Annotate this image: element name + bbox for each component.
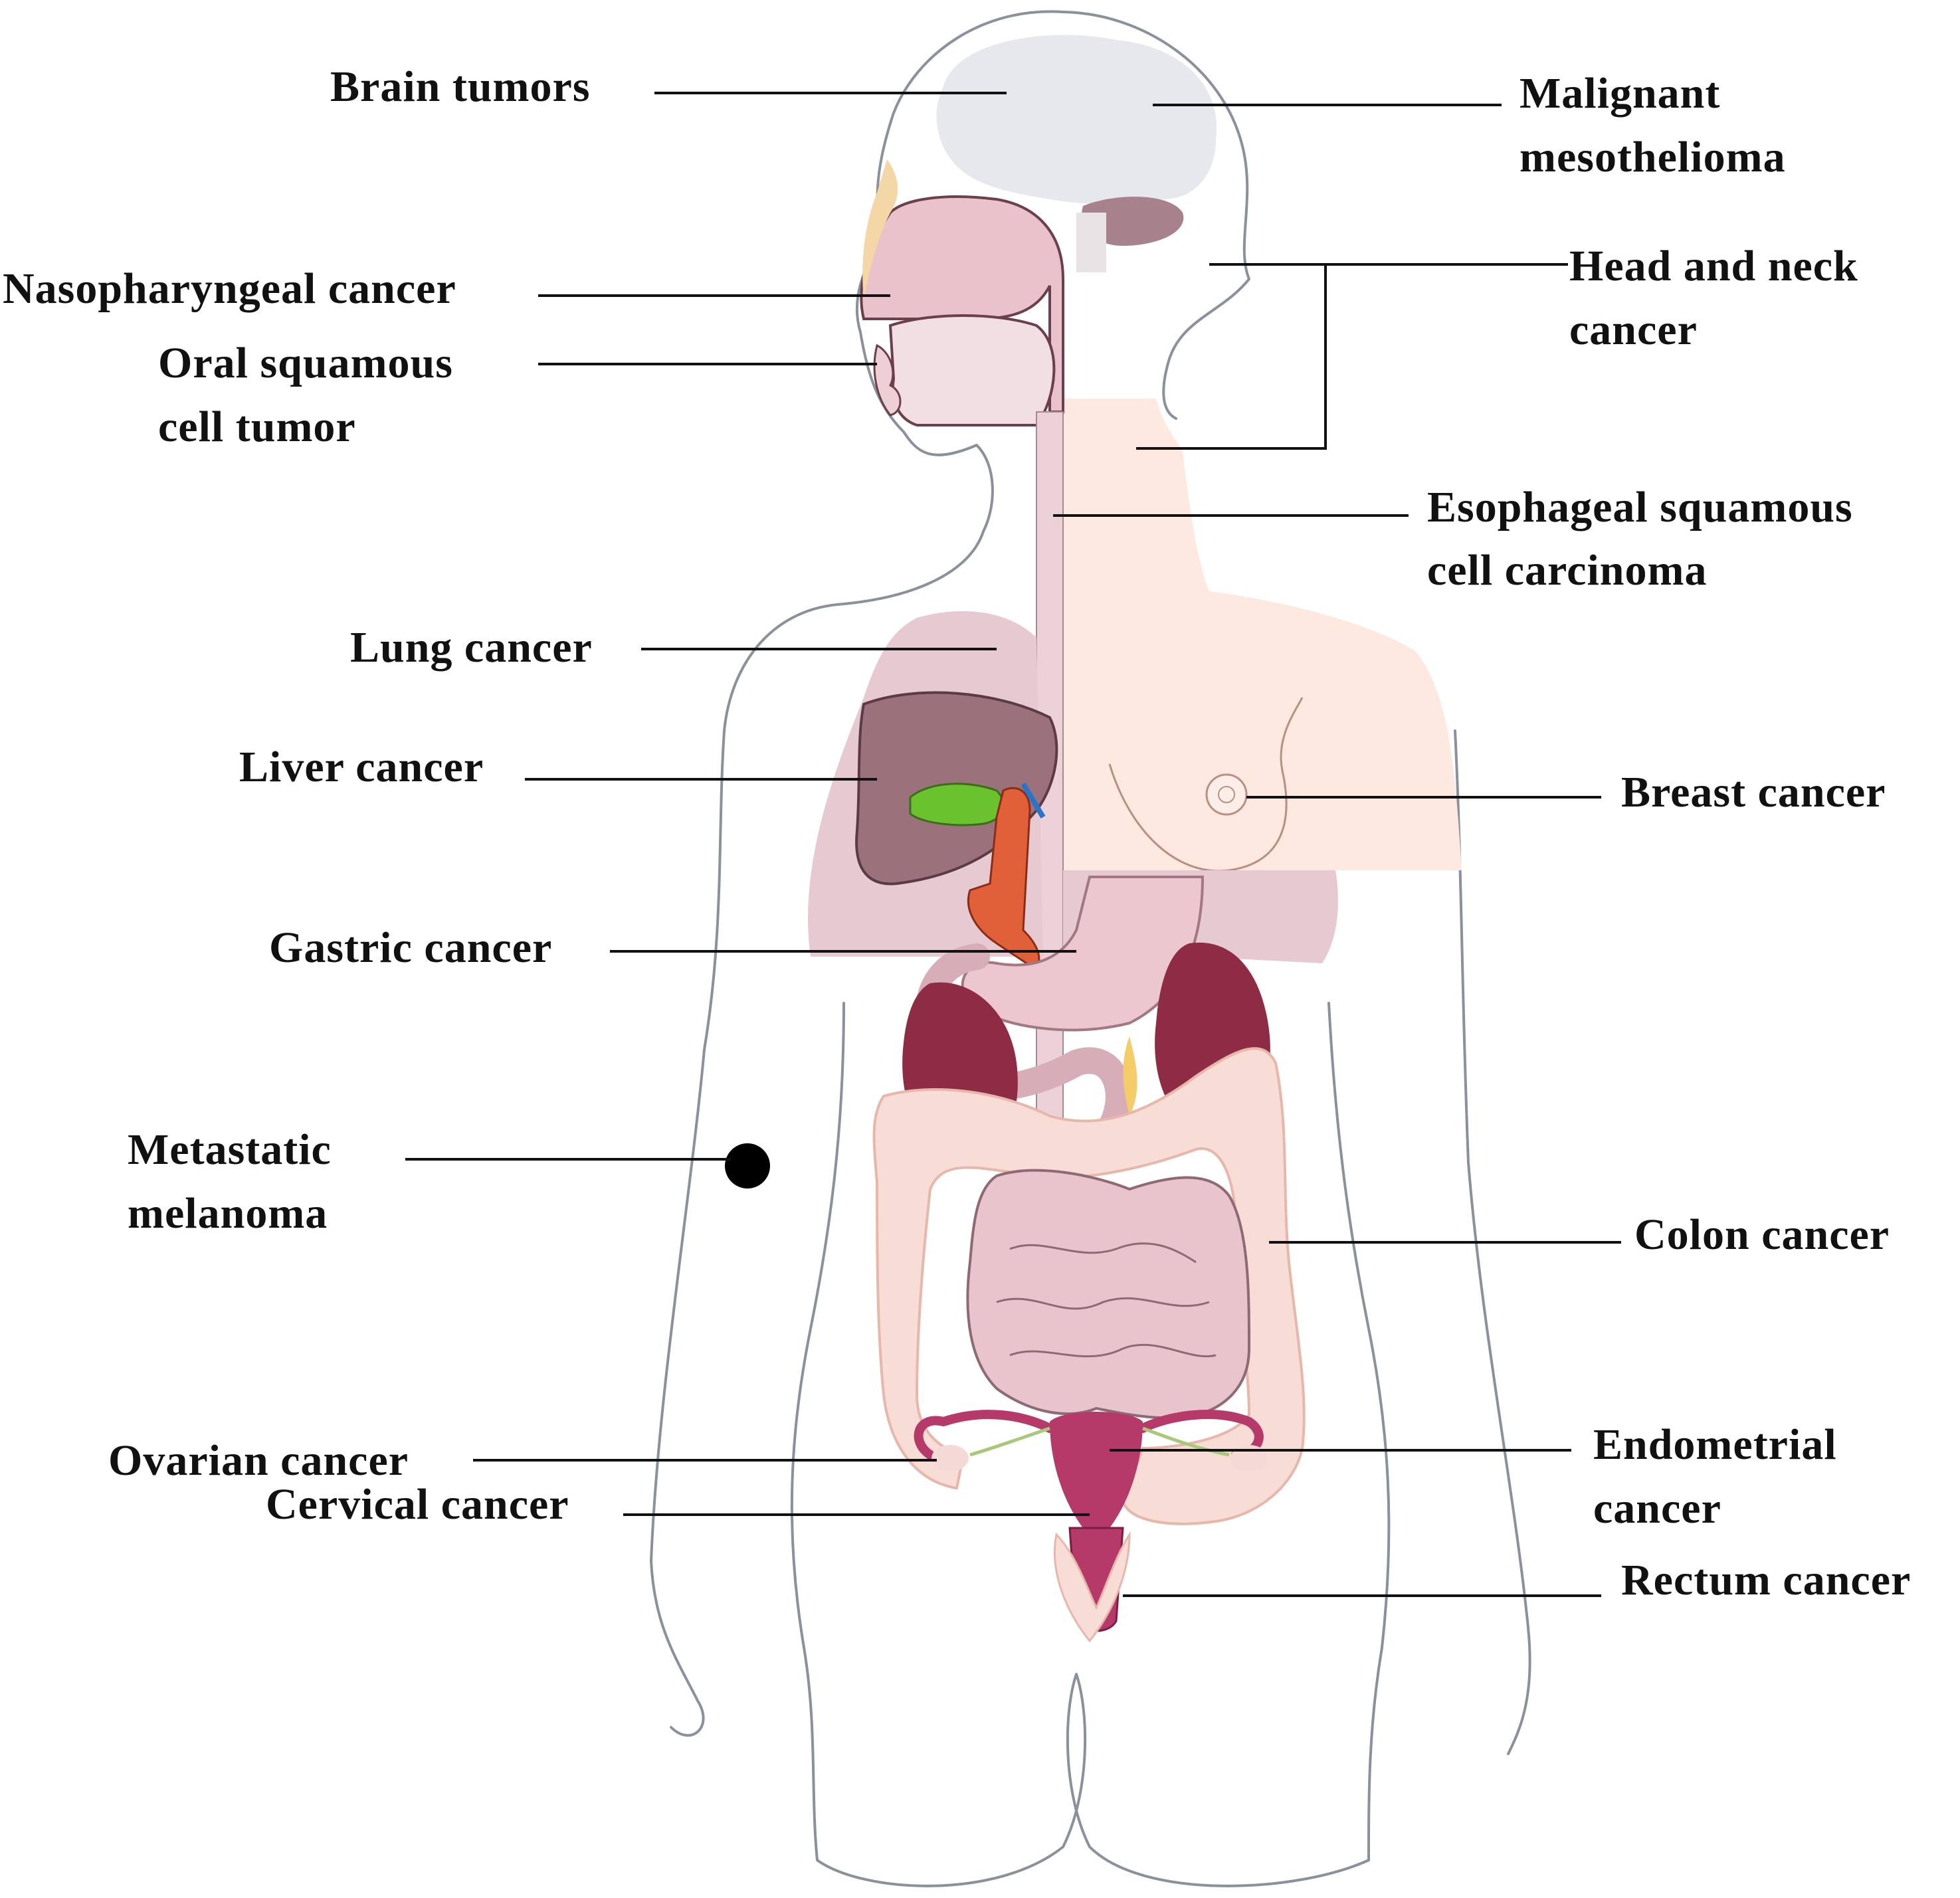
small-intestine — [966, 1169, 1251, 1420]
ovarian-ligaments — [969, 1426, 1230, 1457]
label-metastatic-melanoma-line2: melanoma — [128, 1189, 328, 1238]
hip-outline — [816, 1673, 1370, 1887]
nipple-center — [1218, 786, 1235, 803]
label-lung-cancer: Lung cancer — [350, 623, 593, 672]
labels: Brain tumors Malignant mesothelioma Naso… — [3, 62, 1911, 1604]
label-oral-squamous-line2: cell tumor — [158, 403, 356, 451]
right-arm-outline — [1454, 729, 1531, 1755]
label-malignant-mesothelioma-line1: Malignant — [1519, 69, 1720, 118]
lips — [873, 343, 902, 417]
label-esophageal-line2: cell carcinoma — [1427, 546, 1707, 595]
adrenal — [1123, 1036, 1137, 1116]
label-esophageal-line1: Esophageal squamous — [1427, 483, 1853, 531]
label-rectum-cancer: Rectum cancer — [1621, 1556, 1911, 1604]
breast-outline — [1108, 697, 1304, 872]
label-malignant-mesothelioma-line2: mesothelioma — [1519, 133, 1786, 181]
label-metastatic-melanoma-line1: Metastatic — [128, 1125, 332, 1174]
brainstem — [1076, 213, 1106, 272]
leader-head-and-neck-bracket — [1136, 264, 1327, 450]
brain — [936, 35, 1217, 205]
label-head-and-neck-line1: Head and neck — [1569, 242, 1858, 290]
label-breast-cancer: Breast cancer — [1621, 768, 1886, 816]
label-endometrial-line1: Endometrial — [1593, 1420, 1837, 1469]
nipple — [1205, 773, 1248, 816]
label-endometrial-line2: cancer — [1593, 1484, 1721, 1533]
left-torso-outline — [790, 1002, 845, 1861]
label-head-and-neck-line2: cancer — [1569, 306, 1698, 354]
label-colon-cancer: Colon cancer — [1634, 1210, 1890, 1259]
label-cervical-cancer: Cervical cancer — [266, 1480, 569, 1529]
intestine-folds — [996, 1242, 1217, 1358]
body-outline — [650, 10, 1531, 1887]
label-liver-cancer: Liver cancer — [239, 743, 484, 791]
leader-lines — [405, 92, 1621, 1597]
rectum — [1054, 1531, 1131, 1643]
nose-cartilage — [862, 159, 898, 299]
portal-vein — [1021, 782, 1046, 819]
oral-cavity — [888, 314, 1056, 427]
label-oral-squamous-line1: Oral squamous — [158, 339, 453, 387]
cerebellum — [1082, 197, 1184, 246]
gallbladder — [909, 783, 1005, 826]
label-brain-tumors: Brain tumors — [330, 62, 591, 111]
label-nasopharyngeal-cancer: Nasopharyngeal cancer — [3, 264, 456, 313]
left-ovary — [931, 1445, 969, 1471]
right-torso-outline — [1327, 1002, 1391, 1861]
label-gastric-cancer: Gastric cancer — [269, 923, 552, 972]
melanoma-dot — [725, 1143, 770, 1188]
label-ovarian-cancer: Ovarian cancer — [108, 1436, 409, 1485]
uterus — [1050, 1412, 1143, 1528]
right-head-outline — [1062, 11, 1250, 420]
